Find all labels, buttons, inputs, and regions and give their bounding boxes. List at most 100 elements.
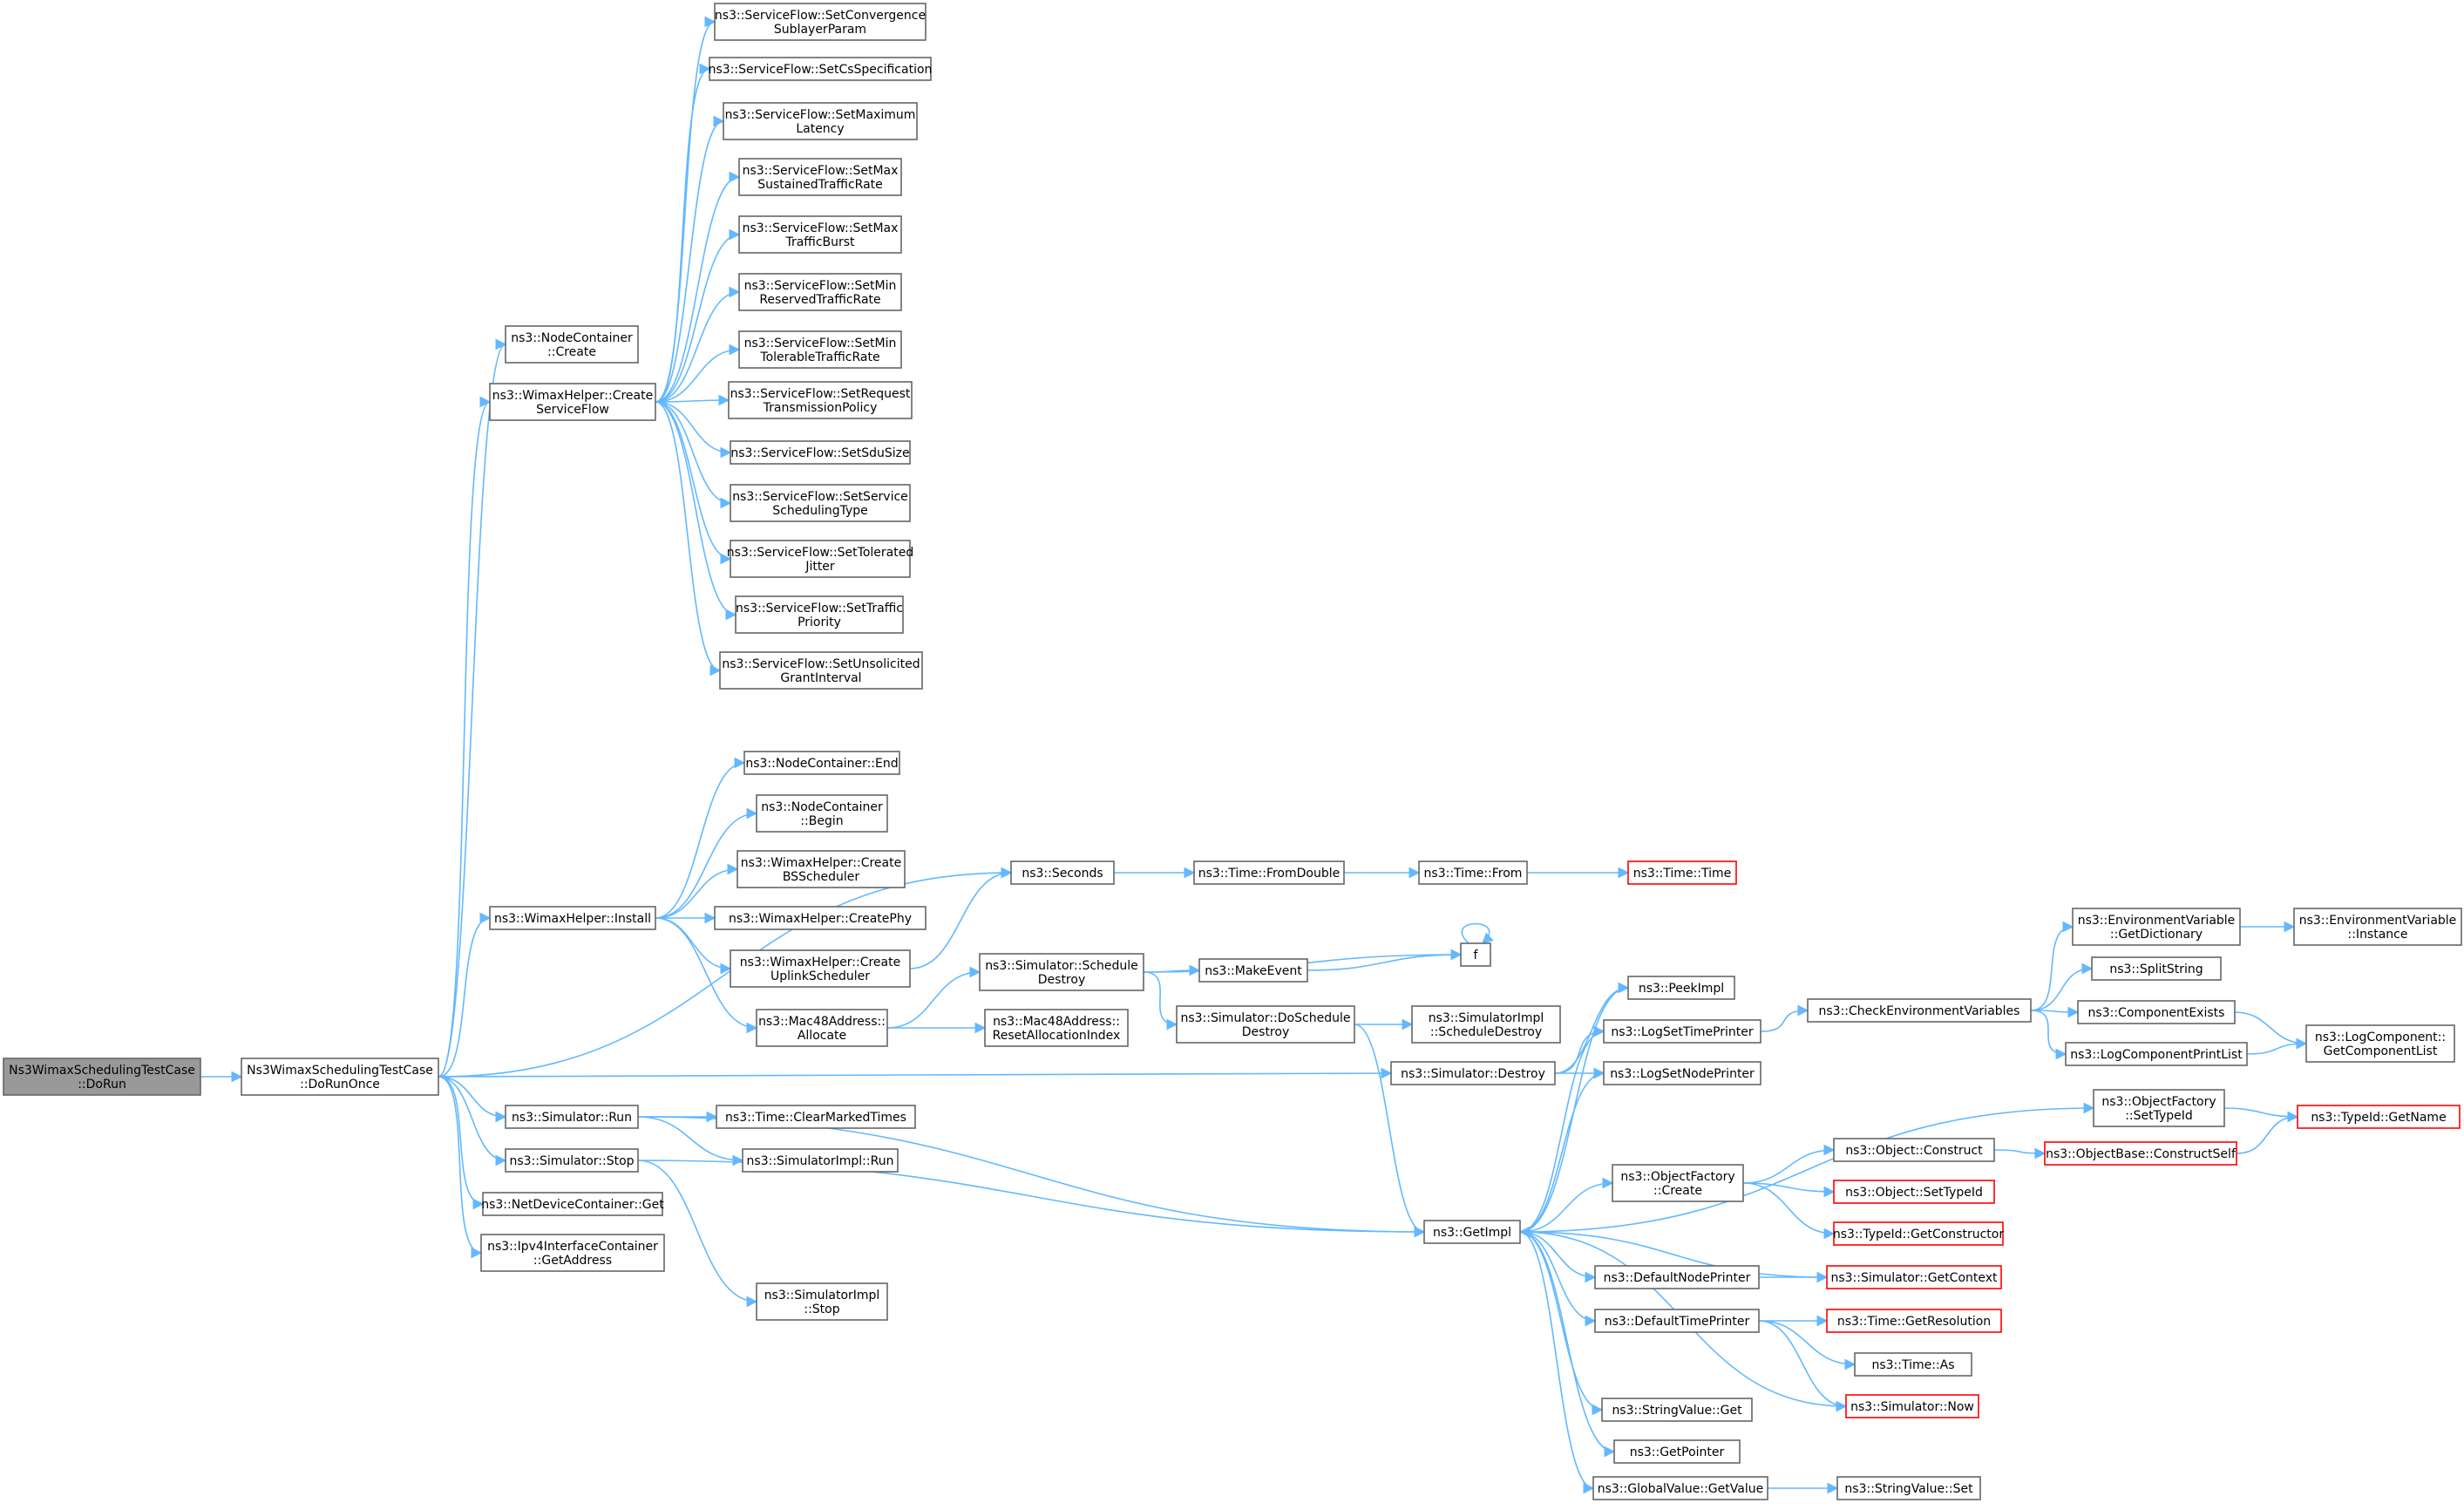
edge-getimpl-to-logtime	[1519, 1025, 1605, 1233]
node-sf7[interactable]: ns3::ServiceFlow::SetMinTolerableTraffic…	[738, 330, 902, 369]
node-ob_constructself[interactable]: ns3::ObjectBase::ConstructSelf	[2044, 1141, 2237, 1166]
node-box	[482, 1192, 663, 1216]
node-sf1[interactable]: ns3::ServiceFlow::SetConvergenceSublayer…	[714, 3, 927, 41]
node-label: ns3::WimaxHelper::CreatePhy	[729, 912, 912, 926]
node-checkenv[interactable]: ns3::CheckEnvironmentVariables	[1807, 998, 2032, 1023]
node-clearmarked[interactable]: ns3::Time::ClearMarkedTimes	[716, 1105, 916, 1129]
node-sf4[interactable]: ns3::ServiceFlow::SetMaxSustainedTraffic…	[738, 158, 902, 196]
node-box	[1460, 942, 1491, 967]
node-sf2[interactable]: ns3::ServiceFlow::SetCsSpecification	[709, 57, 933, 81]
node-box	[2065, 1042, 2248, 1066]
node-label: ReservedTrafficRate	[759, 293, 880, 307]
node-splitstring[interactable]: ns3::SplitString	[2091, 956, 2222, 981]
node-wh_phy[interactable]: ns3::WimaxHelper::CreatePhy	[714, 906, 927, 930]
node-simimpl_run[interactable]: ns3::SimulatorImpl::Run	[742, 1148, 899, 1173]
node-box	[709, 57, 932, 81]
edge-n1-to-wh_install	[438, 912, 492, 1078]
node-label: ns3::Object::Construct	[1845, 1144, 1983, 1158]
node-peekimpl[interactable]: ns3::PeekImpl	[1627, 976, 1735, 1000]
node-mac_alloc[interactable]: ns3::Mac48Address::Allocate	[756, 1009, 888, 1047]
node-typeid_name[interactable]: ns3::TypeId::GetName	[2297, 1105, 2461, 1129]
node-n1[interactable]: Ns3WimaxSchedulingTestCase::DoRunOnce	[241, 1058, 439, 1096]
edge-n3-to-sf9	[655, 401, 732, 459]
node-getimpl[interactable]: ns3::GetImpl	[1423, 1220, 1521, 1244]
node-sv_set[interactable]: ns3::StringValue::Set	[1836, 1476, 1981, 1500]
node-deftime[interactable]: ns3::DefaultTimePrinter	[1594, 1309, 1760, 1333]
node-sf9[interactable]: ns3::ServiceFlow::SetSduSize	[730, 440, 911, 465]
node-box	[1418, 860, 1528, 885]
node-logtime[interactable]: ns3::LogSetTimePrinter	[1603, 1019, 1761, 1044]
node-label: Allocate	[798, 1029, 846, 1043]
node-sf10[interactable]: ns3::ServiceFlow::SetServiceSchedulingTy…	[730, 484, 911, 522]
node-box	[742, 1148, 899, 1173]
node-getpointer[interactable]: ns3::GetPointer	[1613, 1439, 1741, 1464]
node-defnode[interactable]: ns3::DefaultNodePrinter	[1594, 1265, 1760, 1289]
node-typeid_ctor[interactable]: ns3::TypeId::GetConstructor	[1833, 1221, 2004, 1246]
node-seconds[interactable]: ns3::Seconds	[1010, 860, 1115, 885]
node-sched_destroy[interactable]: ns3::Simulator::ScheduleDestroy	[979, 953, 1144, 991]
node-label: f	[1474, 949, 1479, 962]
edge-n3-to-sf5	[655, 228, 741, 403]
node-fromdouble[interactable]: ns3::Time::FromDouble	[1193, 860, 1345, 885]
node-box	[730, 540, 911, 578]
node-box	[505, 1148, 639, 1173]
node-ndc_get[interactable]: ns3::NetDeviceContainer::Get	[481, 1192, 664, 1216]
node-sim_context[interactable]: ns3::Simulator::GetContext	[1826, 1265, 2002, 1289]
node-logcomp_get[interactable]: ns3::LogComponent::GetComponentList	[2305, 1024, 2455, 1063]
node-mac_reset[interactable]: ns3::Mac48Address::ResetAllocationIndex	[984, 1009, 1129, 1047]
node-of_settype[interactable]: ns3::ObjectFactory::SetTypeId	[2093, 1089, 2225, 1127]
node-of_create[interactable]: ns3::ObjectFactory::Create	[1612, 1164, 1744, 1202]
node-obj_settype[interactable]: ns3::Object::SetTypeId	[1833, 1180, 1995, 1204]
node-lognode[interactable]: ns3::LogSetNodePrinter	[1603, 1061, 1761, 1085]
node-sim_stop[interactable]: ns3::Simulator::Stop	[505, 1148, 639, 1173]
node-compexists[interactable]: ns3::ComponentExists	[2077, 1000, 2236, 1024]
node-sv_get[interactable]: ns3::StringValue::Get	[1601, 1398, 1753, 1422]
node-n2[interactable]: ns3::NodeContainer::Create	[505, 325, 639, 364]
node-nc_end[interactable]: ns3::NodeContainer::End	[743, 751, 900, 775]
node-env_dict[interactable]: ns3::EnvironmentVariable::GetDictionary	[2072, 908, 2241, 946]
node-sim_destroy[interactable]: ns3::Simulator::Destroy	[1390, 1061, 1556, 1085]
node-sf8[interactable]: ns3::ServiceFlow::SetRequestTransmission…	[728, 381, 913, 419]
node-label: ns3::GetPointer	[1630, 1445, 1725, 1459]
node-label: ns3::ServiceFlow::SetMaximum	[725, 108, 916, 122]
node-label: ns3::WimaxHelper::Create	[492, 389, 653, 403]
edge-getimpl-to-lognode	[1519, 1067, 1605, 1233]
node-box	[241, 1058, 439, 1096]
node-makeevent[interactable]: ns3::MakeEvent	[1198, 958, 1308, 983]
node-f[interactable]: f	[1460, 942, 1491, 967]
edge-n1-to-ipv4_addr	[438, 1076, 483, 1259]
node-obj_construct[interactable]: ns3::Object::Construct	[1833, 1138, 1995, 1162]
node-simimpl_stop[interactable]: ns3::SimulatorImpl::Stop	[756, 1282, 888, 1321]
node-ipv4_addr[interactable]: ns3::Ipv4InterfaceContainer::GetAddress	[480, 1234, 665, 1272]
node-from[interactable]: ns3::Time::From	[1418, 860, 1528, 885]
node-gv_getvalue[interactable]: ns3::GlobalValue::GetValue	[1592, 1476, 1768, 1500]
node-logcomplist[interactable]: ns3::LogComponentPrintList	[2065, 1042, 2248, 1066]
node-box	[738, 273, 902, 311]
node-env_inst[interactable]: ns3::EnvironmentVariable::Instance	[2293, 908, 2462, 946]
node-nc_begin[interactable]: ns3::NodeContainer::Begin	[756, 794, 888, 833]
node-wh_install[interactable]: ns3::WimaxHelper::Install	[489, 906, 656, 930]
node-sim_now[interactable]: ns3::Simulator::Now	[1845, 1394, 1979, 1418]
node-time_as[interactable]: ns3::Time::As	[1854, 1352, 1972, 1377]
node-sf13[interactable]: ns3::ServiceFlow::SetUnsolicitedGrantInt…	[719, 651, 923, 690]
node-label: Jitter	[804, 560, 835, 574]
node-timetime[interactable]: ns3::Time::Time	[1627, 860, 1737, 885]
node-sf6[interactable]: ns3::ServiceFlow::SetMinReservedTrafficR…	[738, 273, 902, 311]
node-box	[1612, 1164, 1744, 1202]
node-time_res[interactable]: ns3::Time::GetResolution	[1826, 1309, 2002, 1333]
node-box	[1010, 860, 1115, 885]
node-sim_run[interactable]: ns3::Simulator::Run	[505, 1105, 639, 1129]
node-box	[1836, 1476, 1981, 1500]
node-n0[interactable]: Ns3WimaxSchedulingTestCase::DoRun	[3, 1058, 201, 1096]
node-simimpl_sd[interactable]: ns3::SimulatorImpl::ScheduleDestroy	[1411, 1005, 1561, 1044]
node-box	[756, 1009, 888, 1047]
